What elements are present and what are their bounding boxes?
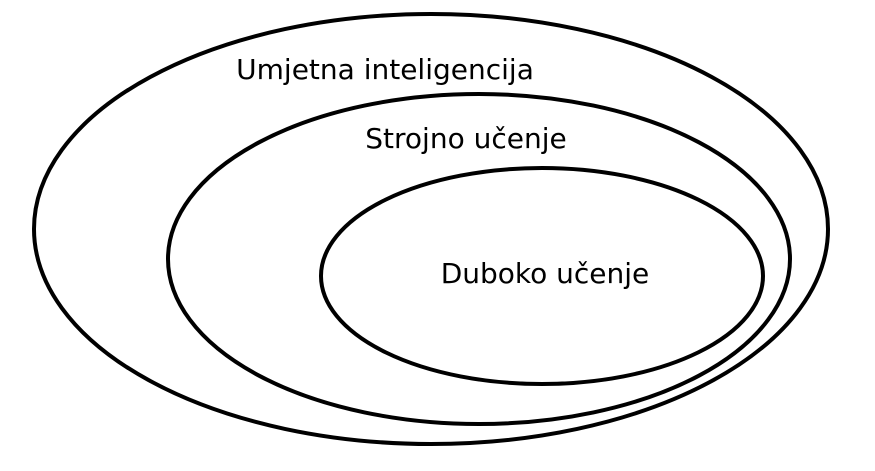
inner-ellipse bbox=[319, 166, 765, 386]
middle-label: Strojno učenje bbox=[365, 122, 566, 155]
outer-ellipse bbox=[32, 12, 830, 446]
middle-ellipse bbox=[166, 92, 792, 426]
inner-label: Duboko učenje bbox=[441, 257, 650, 290]
outer-label: Umjetna inteligencija bbox=[236, 53, 534, 86]
